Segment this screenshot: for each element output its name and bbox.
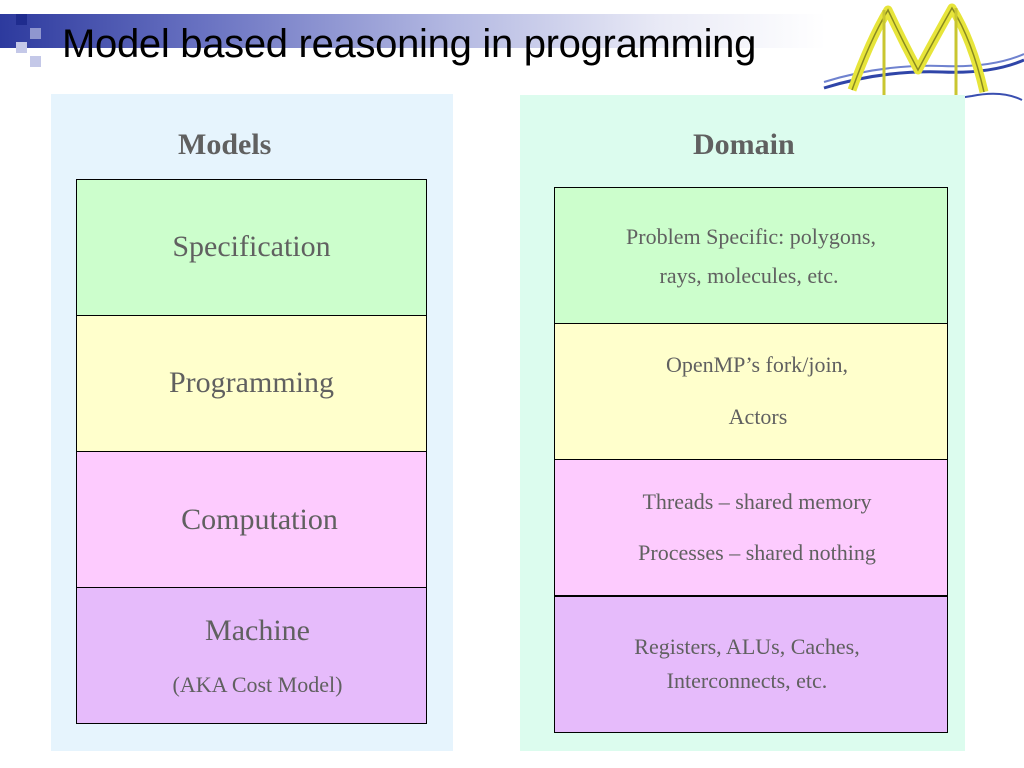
- domain-layer-programming-model: OpenMP’s fork/join, Actors: [554, 323, 948, 460]
- model-layer-label: Specification: [172, 230, 331, 263]
- domain-layer-line1: Threads – shared memory: [642, 489, 872, 514]
- header-square-4: [30, 56, 41, 67]
- domain-layer-line2: Actors: [728, 404, 788, 429]
- header-square-2: [30, 28, 41, 39]
- slide-title: Model based reasoning in programming: [62, 22, 757, 66]
- model-layer-label: Computation: [181, 503, 338, 536]
- model-layer-machine: Machine (AKA Cost Model): [76, 587, 427, 724]
- conference-logo-icon: [823, 3, 1024, 105]
- model-layer-programming: Programming: [76, 315, 427, 452]
- header-square-1: [16, 14, 27, 25]
- domain-layer-line1: OpenMP’s fork/join,: [665, 352, 849, 377]
- domain-layer-line2: Processes – shared nothing: [638, 540, 876, 565]
- model-layer-specification: Specification: [76, 179, 427, 316]
- model-layer-computation: Computation: [76, 451, 427, 588]
- model-layer-label: Machine: [205, 614, 310, 647]
- domain-layer-problem-specific: Problem Specific: polygons, rays, molecu…: [554, 187, 948, 324]
- header-square-3: [16, 42, 27, 53]
- model-layer-label: Programming: [169, 366, 334, 399]
- domain-layer-computation-model: Threads – shared memory Processes – shar…: [554, 459, 948, 596]
- title-header-band: [0, 14, 826, 48]
- domain-layer-line1: Registers, ALUs, Caches,: [634, 634, 860, 659]
- domain-layer-line2: rays, molecules, etc.: [659, 263, 839, 288]
- domain-layer-line2: Interconnects, etc.: [666, 668, 828, 693]
- models-heading: Models: [178, 128, 272, 161]
- model-layer-sublabel: (AKA Cost Model): [172, 672, 343, 697]
- domain-layer-line1: Problem Specific: polygons,: [626, 224, 876, 249]
- domain-layer-machine: Registers, ALUs, Caches, Interconnects, …: [554, 596, 948, 733]
- domain-heading: Domain: [693, 128, 795, 161]
